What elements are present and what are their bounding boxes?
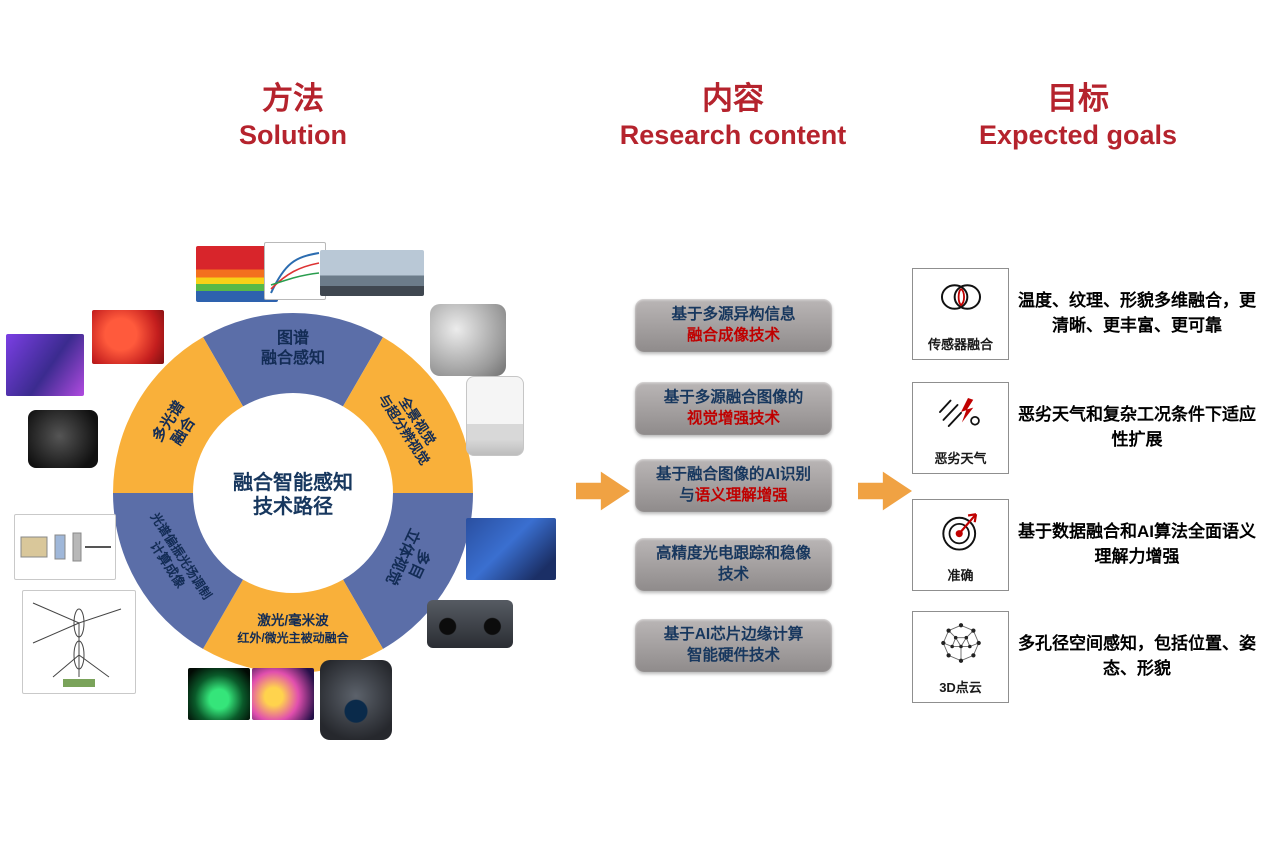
goal-box-point-cloud: 3D点云: [912, 611, 1009, 703]
solution-ring: 图谱 融合感知 全景视觉 与超分辨视觉 多目 立体视觉 激光/毫米波 红外/微光…: [113, 313, 473, 673]
goal-label: 3D点云: [939, 680, 982, 695]
research-item-line2-prefix: 与: [679, 486, 695, 504]
goal-box-sensor-fusion: 传感器融合: [912, 268, 1009, 360]
point-cloud-icon: [936, 620, 986, 671]
ring-label-line: 激光/毫米波: [257, 612, 329, 628]
research-item-fusion-imaging: 基于多源异构信息 融合成像技术: [635, 299, 832, 352]
ring-label-map-spectrum: 图谱 融合感知: [261, 328, 325, 367]
ring-label-active-passive: 激光/毫米波 红外/微光主被动融合: [237, 612, 349, 645]
research-item-photoelectric-tracking: 高精度光电跟踪和稳像 技术: [635, 538, 832, 591]
header-expected-goals-en: Expected goals: [978, 120, 1178, 151]
research-item-line2: 智能硬件技术: [686, 646, 780, 664]
goal-desc-sensor-fusion: 温度、纹理、形貌多维融合，更清晰、更丰富、更可靠: [1018, 291, 1256, 335]
ring-label-line: 图谱: [277, 328, 309, 347]
thumbnail-camera-lens: [28, 410, 98, 468]
bad-weather-icon: [933, 391, 989, 438]
polarization-diagram-icon: [20, 532, 111, 562]
header-research-content: 内容 Research content: [593, 81, 873, 151]
goal-desc-bad-weather: 恶劣天气和复杂工况条件下适应性扩展: [1018, 405, 1256, 449]
research-item-line1: 基于多源融合图像的: [663, 389, 804, 407]
arrow-solution-to-content-icon: [576, 471, 630, 511]
header-research-content-zh: 内容: [702, 81, 764, 116]
header-expected-goals: 目标 Expected goals: [948, 81, 1208, 151]
accuracy-target-icon: [935, 508, 987, 559]
thumbnail-thermal-people: [252, 668, 314, 720]
header-solution: 方法 Solution: [173, 81, 413, 151]
ring-segment-stereo-vision: [343, 493, 473, 649]
goal-label: 准确: [947, 568, 974, 583]
thumbnail-thermal-strawberries: [92, 310, 164, 364]
header-expected-goals-zh: 目标: [1047, 81, 1109, 116]
research-item-line1: 高精度光电跟踪和稳像: [655, 545, 811, 563]
ring-label-line: 红外/微光主被动融合: [237, 630, 349, 645]
ring-label-line: 融合感知: [261, 348, 325, 367]
header-solution-en: Solution: [239, 120, 347, 151]
thumbnail-thermal-purple: [6, 334, 84, 396]
ring-segment-active-passive-fusion: [203, 579, 383, 673]
research-item-line1: 基于多源异构信息: [671, 306, 796, 324]
ring-segment-map-spectrum-fusion: [203, 313, 383, 407]
header-solution-zh: 方法: [262, 81, 324, 116]
optics-diagram-icon: [32, 602, 122, 687]
thumbnail-stereo-camera: [427, 600, 513, 648]
goal-box-accuracy: 准确: [912, 499, 1009, 591]
sensor-fusion-icon: [932, 277, 990, 322]
ring-segment-multispectral-fusion: [113, 337, 243, 493]
research-item-ai-recognition: 基于融合图像的AI识别 与语义理解增强: [635, 459, 832, 512]
goal-label: 传感器融合: [927, 337, 993, 352]
research-item-line2: 语义理解增强: [694, 486, 788, 504]
header-research-content-en: Research content: [619, 120, 847, 151]
thumbnail-polarization-diagram: [14, 514, 116, 580]
research-item-line1: 基于AI芯片边缘计算: [663, 626, 804, 644]
research-item-line2: 技术: [717, 565, 749, 583]
thumbnail-thermal-ship: [188, 668, 250, 720]
thumbnail-spectral-curves: [264, 242, 326, 300]
spectral-curves-icon: [270, 252, 320, 294]
goal-desc-accuracy: 基于数据融合和AI算法全面语义理解力增强: [1018, 522, 1256, 566]
arrow-content-to-goals-icon: [858, 471, 912, 511]
thumbnail-ptz-camera: [466, 376, 524, 456]
goal-box-bad-weather: 恶劣天气: [912, 382, 1009, 474]
thumbnail-multi-camera-cube: [430, 304, 506, 376]
thumbnail-gimbal-camera: [320, 660, 392, 740]
ring-segment-panoramic-vision: [343, 337, 473, 493]
ring-segment-computational-imaging: [113, 493, 243, 649]
ring-center-title-line2: 技术路径: [253, 494, 333, 518]
ring-center-title-line1: 融合智能感知: [233, 470, 353, 494]
research-item-line2: 视觉增强技术: [686, 409, 780, 427]
research-item-edge-computing: 基于AI芯片边缘计算 智能硬件技术: [635, 619, 832, 672]
thumbnail-panorama-photo: [320, 250, 424, 296]
research-item-visual-enhancement: 基于多源融合图像的 视觉增强技术: [635, 382, 832, 435]
research-item-line2: 融合成像技术: [686, 326, 780, 344]
research-item-line1: 基于融合图像的AI识别: [655, 466, 811, 484]
thumbnail-optics-diagram: [22, 590, 136, 694]
goal-desc-point-cloud: 多孔径空间感知，包括位置、姿态、形貌: [1018, 634, 1256, 678]
goal-label: 恶劣天气: [934, 451, 987, 466]
thumbnail-thermal-boxes: [466, 518, 556, 580]
